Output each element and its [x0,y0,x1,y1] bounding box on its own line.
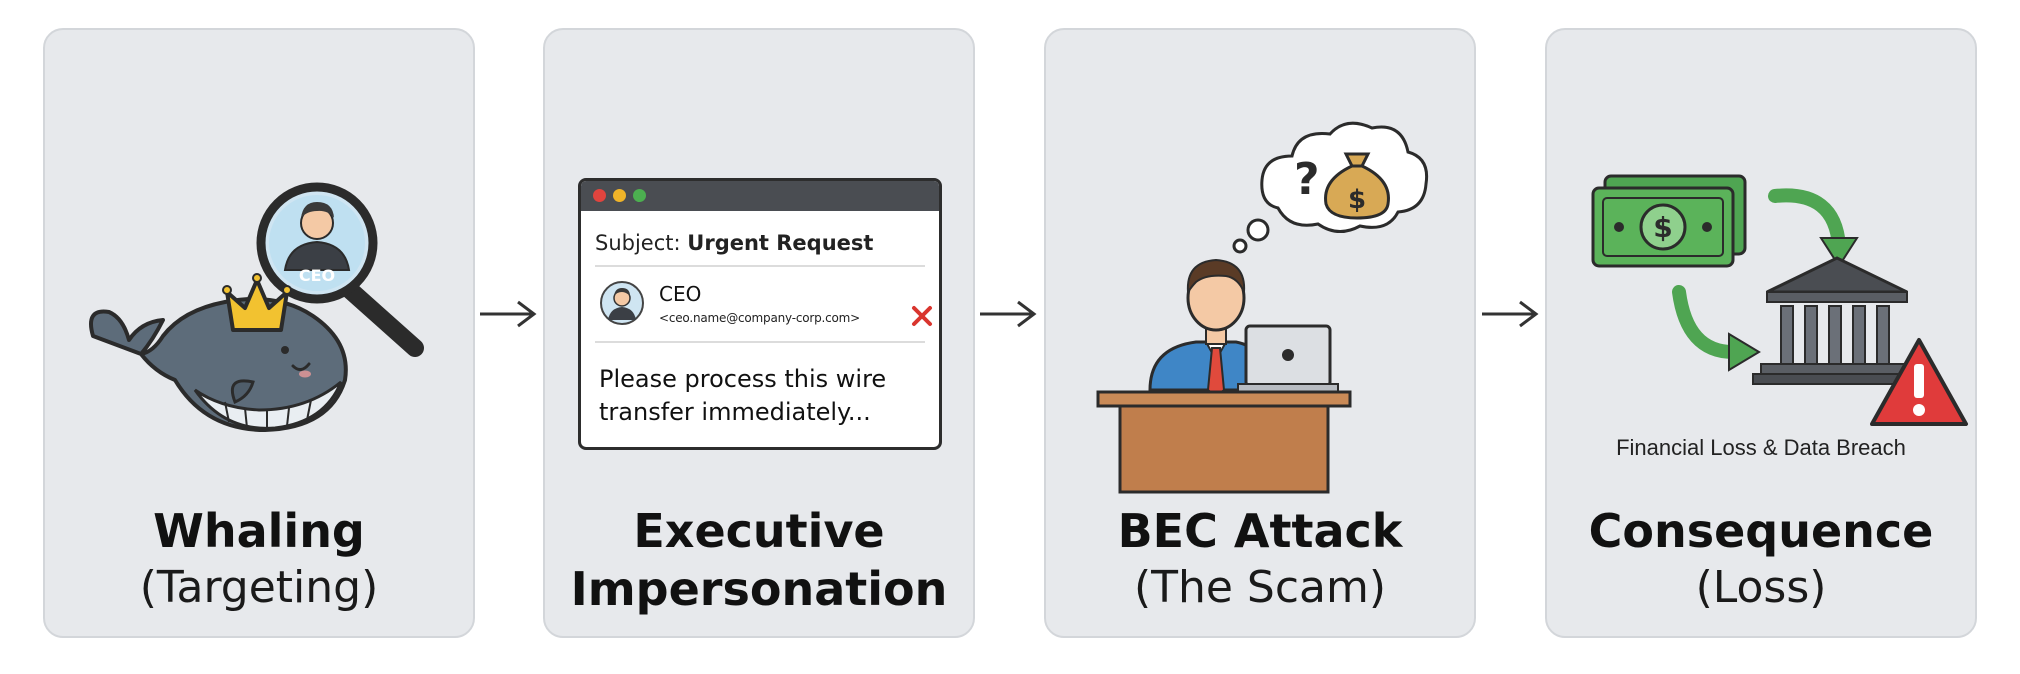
consequence-illustration: $ [1591,174,1968,426]
consequence-caption: Financial Loss & Data Breach [1616,435,1906,460]
maximize-dot-icon [633,189,646,202]
stage-title: BEC Attack [1117,504,1403,558]
subject-prefix: Subject: [595,231,681,255]
person-icon [1148,258,1270,398]
dollar-bill-icon: $ [1591,174,1747,268]
email-window-icon: Subject: Urgent Request CEO <ceo.name@co… [578,178,942,450]
bec-illustration: $ [1096,121,1429,494]
flow-arrow-icon [1482,300,1539,328]
stage-subtitle: (Loss) [1695,562,1827,613]
email-subject: Subject: Urgent Request [595,231,873,255]
divider [595,265,925,267]
laptop-icon [1237,324,1339,393]
sender-name: CEO [659,282,702,306]
svg-text:$: $ [1653,211,1672,244]
minimize-dot-icon [613,189,626,202]
email-titlebar [581,181,939,211]
svg-text:$: $ [1348,185,1366,215]
whale-icon [89,297,348,432]
sender-address: <ceo.name@company-corp.com> [659,311,861,325]
stage-bec-panel: $ ? BEC Attack (The Scam) [1044,28,1476,638]
flow-green-arrow-icon [1672,285,1761,372]
close-dot-icon [593,189,606,202]
stage-whaling-panel: CEO Whaling (Targeting) [43,28,475,638]
spoof-x-icon [912,306,932,326]
stage-title-line1: Executive [633,504,885,558]
whaling-illustration [89,182,424,432]
flow-arrow-icon [980,300,1037,328]
flow-arrow-icon [480,300,537,328]
stage-consequence-panel: $ Financi [1545,28,1977,638]
sender-avatar-icon [600,281,644,325]
subject-text: Urgent Request [687,231,874,255]
flow-green-arrow-icon [1768,188,1859,268]
stage-title: Whaling [153,504,365,558]
stage-title: Consequence [1588,504,1934,558]
email-body: Please process this wire transfer immedi… [599,365,887,426]
desk-icon [1096,390,1352,494]
stage-subtitle: (Targeting) [139,562,379,613]
crown-icon [222,273,292,332]
stage-subtitle: (The Scam) [1133,562,1387,613]
ceo-badge-label: CEO [298,266,336,285]
money-bag-icon: $ [1324,152,1390,220]
divider [595,341,925,343]
bank-icon [1752,256,1922,385]
warning-icon [1870,338,1968,426]
stage-impersonation-panel: Subject: Urgent Request CEO <ceo.name@co… [543,28,975,638]
question-mark-label: ? [1294,154,1320,205]
stage-title-line2: Impersonation [570,562,948,616]
magnifier-icon [256,182,424,357]
